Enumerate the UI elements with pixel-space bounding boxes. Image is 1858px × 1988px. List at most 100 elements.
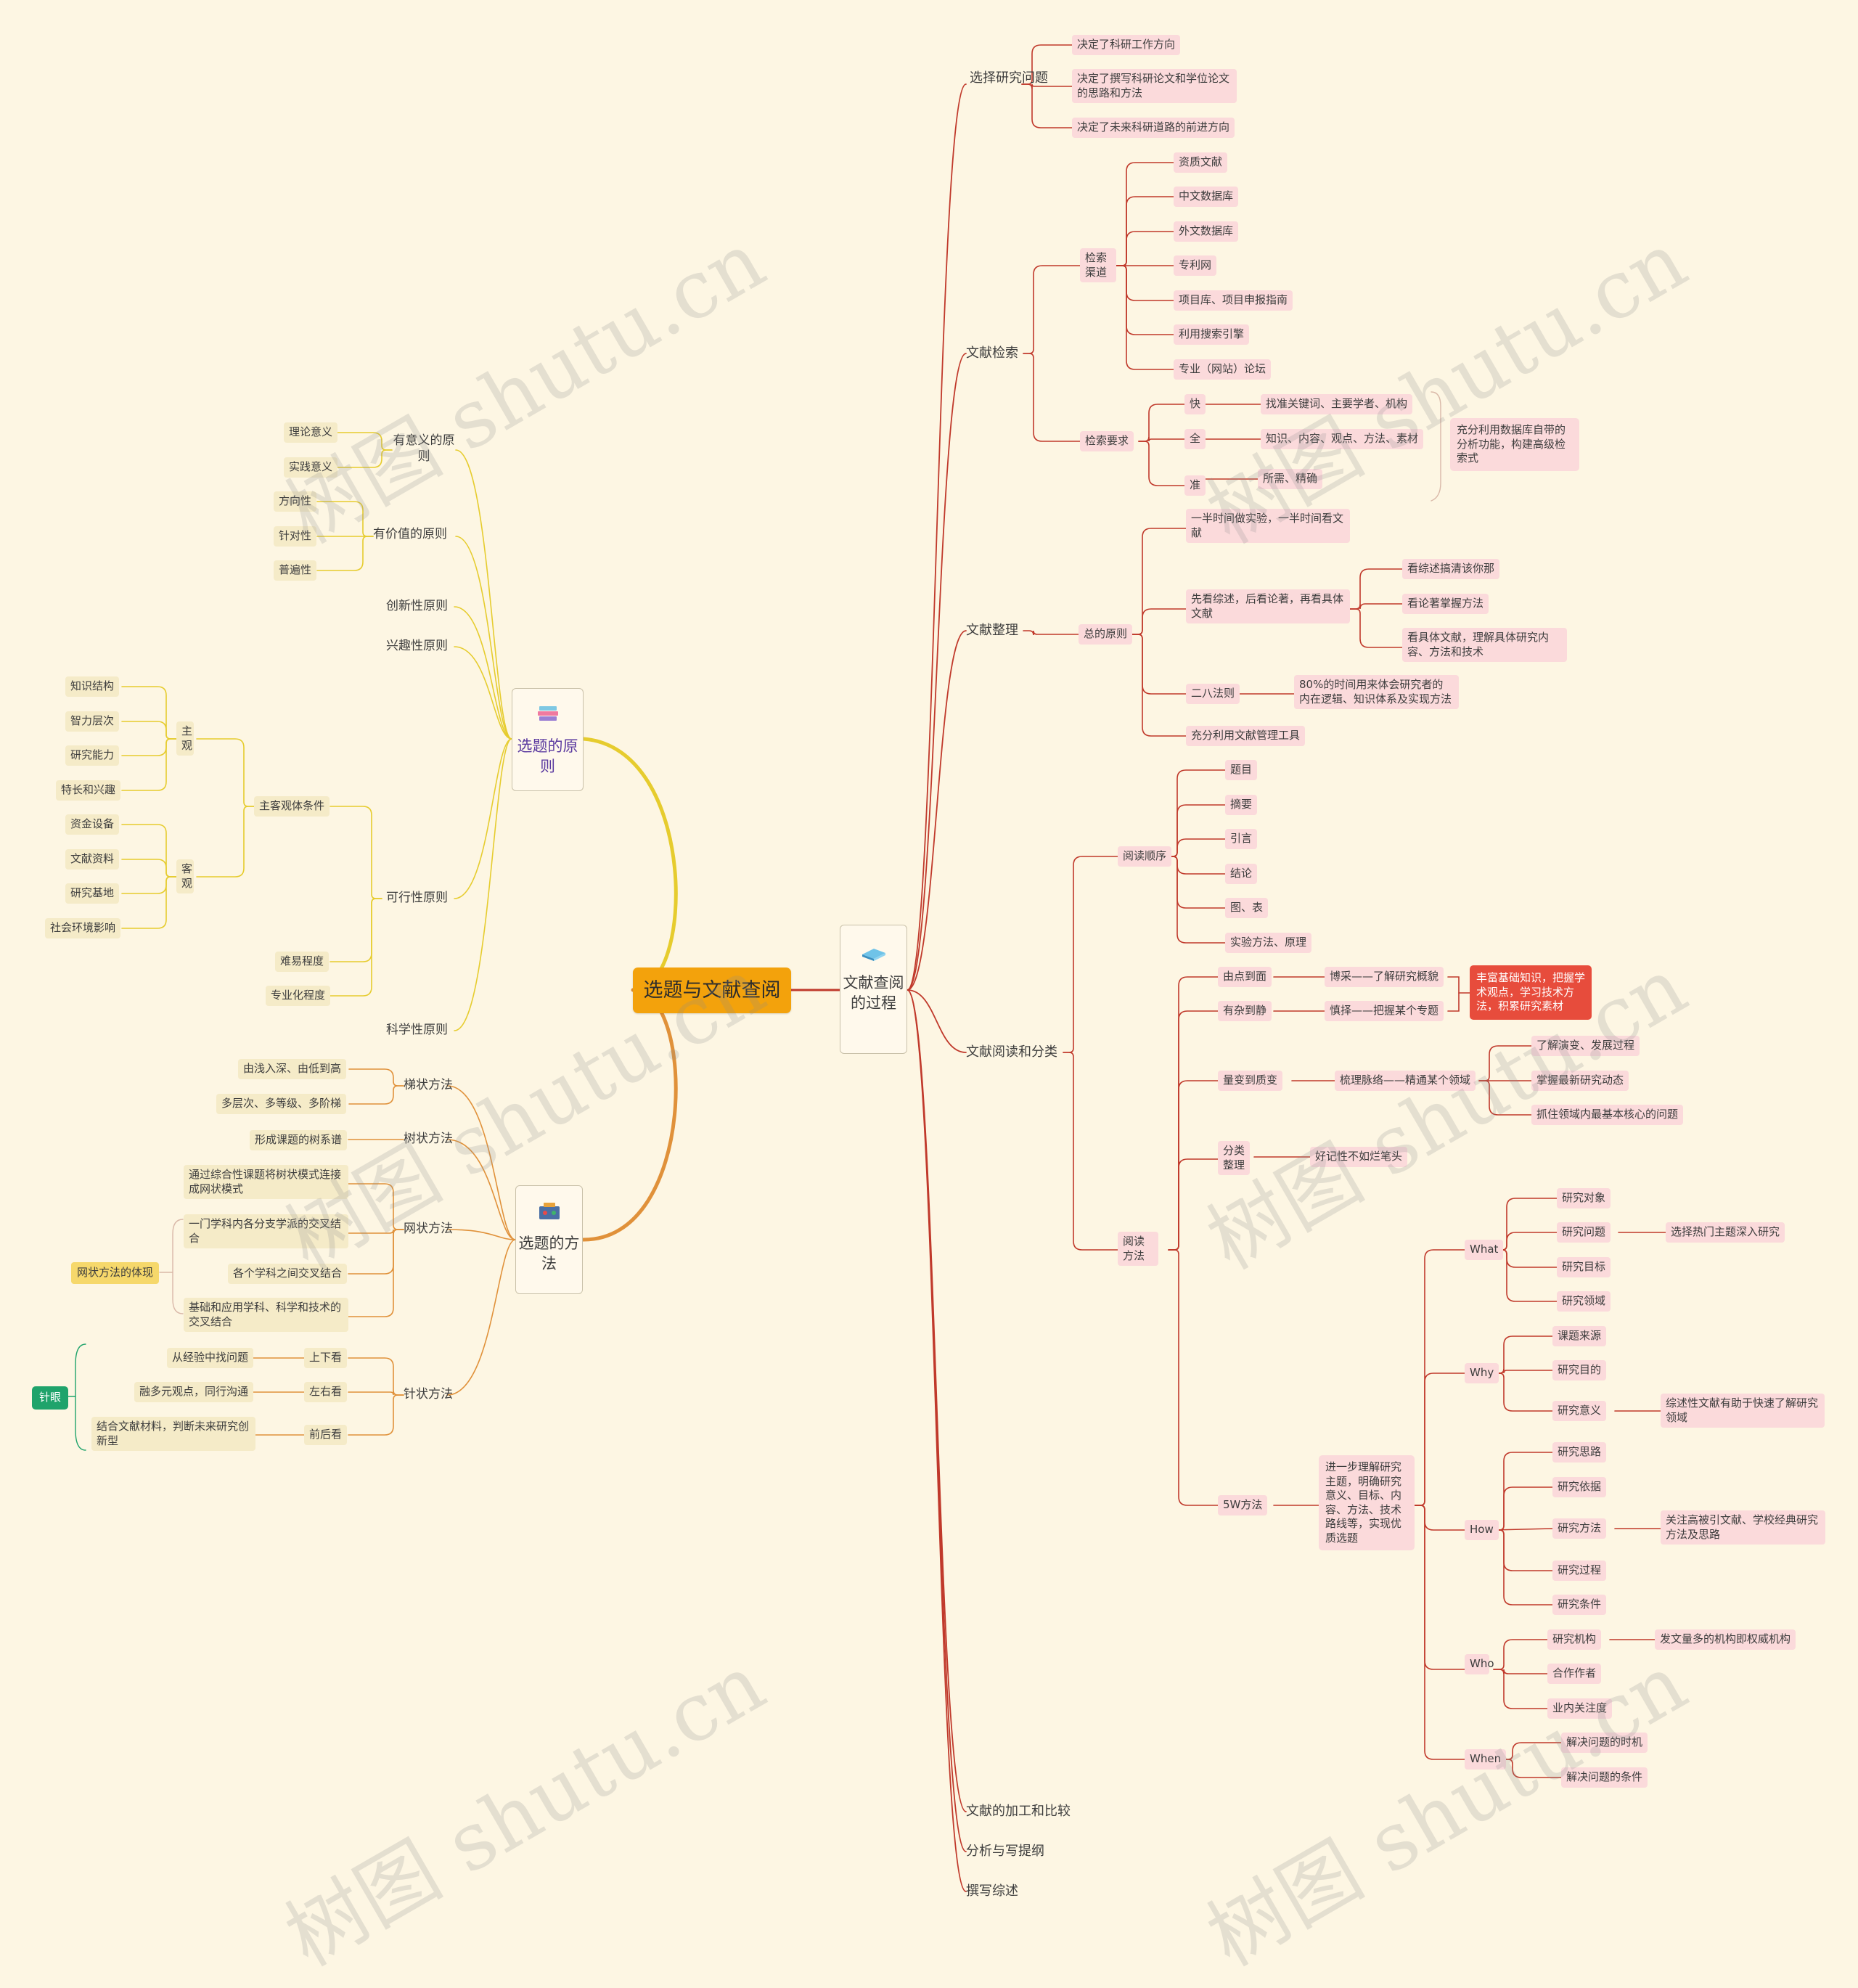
- quant-item[interactable]: 了解演变、发展过程: [1531, 1036, 1640, 1056]
- condition-subjective[interactable]: 主观: [176, 721, 194, 756]
- method-net[interactable]: 网状方法: [404, 1222, 453, 1236]
- organize-half-time[interactable]: 一半时间做实验，一半时间看文献: [1186, 509, 1350, 543]
- channel-item[interactable]: 中文数据库: [1174, 187, 1239, 207]
- search-requirement-node[interactable]: 检索要求: [1080, 431, 1134, 451]
- methods-topic-box[interactable]: 选题的方法: [515, 1185, 583, 1294]
- subjective-item[interactable]: 知识结构: [65, 676, 120, 697]
- select-topic-item[interactable]: 决定了未来科研道路的前进方向: [1072, 118, 1235, 138]
- select-topic-item[interactable]: 决定了科研工作方向: [1072, 35, 1181, 55]
- req-full-detail[interactable]: 知识、内容、观点、方法、素材: [1261, 429, 1424, 449]
- process-compare-node[interactable]: 文献的加工和比较: [966, 1804, 1071, 1819]
- why-item[interactable]: 研究意义: [1552, 1401, 1607, 1421]
- feasible-condition[interactable]: 主客观体条件: [254, 796, 330, 817]
- write-review-node[interactable]: 撰写综述: [966, 1883, 1018, 1899]
- req-fast-detail[interactable]: 找准关键词、主要学者、机构: [1261, 394, 1413, 414]
- what-note[interactable]: 选择热门主题深入研究: [1666, 1222, 1785, 1243]
- how-item[interactable]: 研究过程: [1552, 1560, 1607, 1581]
- channel-item[interactable]: 专利网: [1174, 255, 1217, 276]
- principle-innovative[interactable]: 创新性原则: [386, 599, 448, 613]
- when-item[interactable]: 解决问题的条件: [1561, 1767, 1648, 1788]
- how-note[interactable]: 关注高被引文献、学校经典研究方法及思路: [1661, 1510, 1825, 1545]
- reading-method-node[interactable]: 阅读方法: [1118, 1232, 1158, 1266]
- method-complex[interactable]: 有杂到静: [1218, 1001, 1272, 1021]
- req-summary[interactable]: 充分利用数据库自带的分析功能，构建高级检索式: [1450, 418, 1579, 471]
- what-item[interactable]: 研究领域: [1557, 1291, 1611, 1312]
- w5-why[interactable]: Why: [1465, 1363, 1499, 1383]
- principle-scientific[interactable]: 科学性原则: [386, 1023, 448, 1037]
- net-item[interactable]: 通过综合性课题将树状模式连接成网状模式: [184, 1165, 348, 1199]
- net-item[interactable]: 一门学科内各分支学派的交叉结合: [184, 1214, 348, 1248]
- method-quant-detail[interactable]: 梳理脉络——精通某个领域: [1335, 1071, 1476, 1091]
- order-item[interactable]: 题目: [1225, 760, 1258, 780]
- needle-look[interactable]: 上下看: [304, 1348, 348, 1368]
- principle-valuable[interactable]: 有价值的原则: [373, 527, 447, 541]
- ladder-item[interactable]: 多层次、多等级、多阶梯: [216, 1094, 347, 1114]
- w5-who[interactable]: Who: [1465, 1654, 1494, 1674]
- feasible-difficulty[interactable]: 难易程度: [275, 952, 330, 972]
- needle-look[interactable]: 前后看: [304, 1425, 348, 1445]
- meaningful-item[interactable]: 实践意义: [284, 457, 338, 478]
- review-item[interactable]: 看论著掌握方法: [1402, 594, 1489, 614]
- subjective-item[interactable]: 研究能力: [65, 745, 120, 766]
- method-classify-detail[interactable]: 好记性不如烂笔头: [1310, 1147, 1408, 1167]
- why-item[interactable]: 研究目的: [1552, 1360, 1607, 1380]
- what-item[interactable]: 研究对象: [1557, 1188, 1611, 1208]
- what-item[interactable]: 研究问题: [1557, 1222, 1611, 1243]
- net-item[interactable]: 基础和应用学科、科学和技术的交叉结合: [184, 1298, 348, 1332]
- meaningful-item[interactable]: 理论意义: [284, 422, 338, 443]
- subjective-item[interactable]: 特长和兴趣: [56, 780, 121, 801]
- valuable-item[interactable]: 普遍性: [274, 560, 317, 581]
- process-topic-box[interactable]: 文献查阅的过程: [840, 925, 907, 1054]
- needle-detail[interactable]: 结合文献材料，判断未来研究创新型: [91, 1417, 255, 1451]
- req-full[interactable]: 全: [1184, 429, 1206, 449]
- order-item[interactable]: 引言: [1225, 829, 1258, 849]
- objective-item[interactable]: 社会环境影响: [45, 918, 121, 938]
- why-item[interactable]: 课题来源: [1552, 1326, 1607, 1346]
- objective-item[interactable]: 文献资料: [65, 849, 120, 870]
- w5-how[interactable]: How: [1465, 1520, 1499, 1540]
- method-shallow-detail[interactable]: 博采——了解研究概貌: [1325, 967, 1444, 987]
- principle-interest[interactable]: 兴趣性原则: [386, 639, 448, 653]
- net-item[interactable]: 各个学科之间交叉结合: [228, 1264, 348, 1284]
- method-5w[interactable]: 5W方法: [1218, 1495, 1268, 1515]
- valuable-item[interactable]: 针对性: [274, 526, 317, 547]
- net-note[interactable]: 网状方法的体现: [71, 1262, 160, 1284]
- organize-tool[interactable]: 充分利用文献管理工具: [1186, 726, 1306, 746]
- select-topic-node[interactable]: 选择研究问题: [970, 70, 1048, 86]
- organize-principle[interactable]: 总的原则: [1079, 624, 1133, 645]
- reading-order-node[interactable]: 阅读顺序: [1118, 846, 1172, 867]
- ladder-item[interactable]: 由浅入深、由低到高: [238, 1059, 347, 1079]
- req-accurate-detail[interactable]: 所需、精确: [1258, 469, 1323, 489]
- how-item[interactable]: 研究条件: [1552, 1595, 1607, 1615]
- review-item[interactable]: 看综述搞清该你那: [1402, 559, 1500, 579]
- how-item[interactable]: 研究思路: [1552, 1442, 1607, 1463]
- who-item[interactable]: 合作作者: [1547, 1664, 1602, 1684]
- objective-item[interactable]: 研究基地: [65, 883, 120, 904]
- search-channel-node[interactable]: 检索渠道: [1080, 248, 1116, 282]
- tree-item[interactable]: 形成课题的树系谱: [250, 1130, 348, 1150]
- valuable-item[interactable]: 方向性: [274, 491, 317, 512]
- method-tree[interactable]: 树状方法: [404, 1132, 453, 1146]
- principles-topic-box[interactable]: 选题的原则: [512, 688, 584, 791]
- who-note[interactable]: 发文量多的机构即权威机构: [1655, 1629, 1796, 1650]
- order-item[interactable]: 摘要: [1225, 795, 1258, 815]
- order-item[interactable]: 结论: [1225, 864, 1258, 884]
- w5-when[interactable]: When: [1465, 1749, 1507, 1770]
- review-item[interactable]: 看具体文献，理解具体研究内容、方法和技术: [1402, 628, 1567, 662]
- search-node[interactable]: 文献检索: [966, 345, 1018, 361]
- who-item[interactable]: 研究机构: [1547, 1629, 1602, 1650]
- organize-pareto[interactable]: 二八法则: [1186, 684, 1240, 704]
- analyze-outline-node[interactable]: 分析与写提纲: [966, 1844, 1044, 1859]
- req-fast[interactable]: 快: [1184, 394, 1206, 414]
- method-highlight[interactable]: 丰富基础知识，把握学术观点，学习技术方法，积累研究素材: [1470, 965, 1592, 1020]
- when-item[interactable]: 解决问题的时机: [1561, 1733, 1648, 1753]
- method-shallow[interactable]: 由点到面: [1218, 967, 1272, 987]
- feasible-specialization[interactable]: 专业化程度: [266, 986, 331, 1006]
- channel-item[interactable]: 外文数据库: [1174, 221, 1239, 242]
- order-item[interactable]: 图、表: [1225, 898, 1269, 918]
- channel-item[interactable]: 专业（网站）论坛: [1174, 359, 1272, 380]
- organize-pareto-detail[interactable]: 80%的时间用来体会研究者的内在逻辑、知识体系及实现方法: [1294, 675, 1459, 709]
- select-topic-item[interactable]: 决定了撰写科研论文和学位论文的思路和方法: [1072, 69, 1237, 103]
- quant-item[interactable]: 抓住领域内最基本核心的问题: [1531, 1105, 1684, 1125]
- channel-item[interactable]: 项目库、项目申报指南: [1174, 290, 1293, 311]
